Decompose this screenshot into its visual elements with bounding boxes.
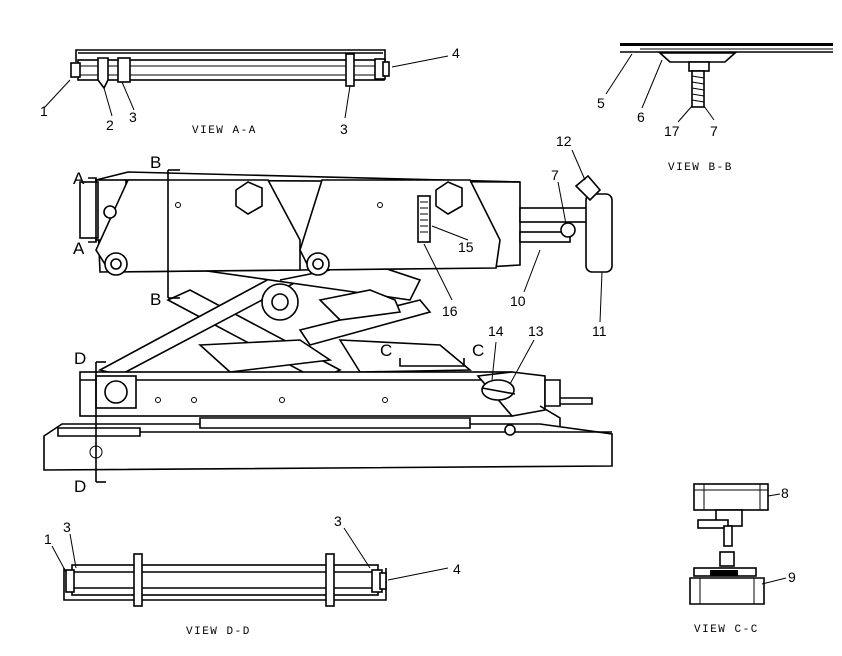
view-a-a-drawing (43, 49, 449, 119)
section-mark-b: B (150, 290, 161, 309)
view-d-d-drawing (51, 527, 449, 607)
callout-2: 2 (106, 117, 114, 133)
callout-12: 12 (556, 133, 572, 149)
callout-14: 14 (488, 323, 504, 339)
view-c-c-caption: VIEW C-C (694, 624, 759, 636)
callout-16: 16 (442, 303, 458, 319)
callout-8: 8 (781, 485, 789, 501)
section-mark-b: B (150, 153, 161, 172)
main-leader-lines (423, 149, 603, 385)
section-markers (88, 169, 465, 483)
callout-1: 1 (40, 103, 48, 119)
callout-3: 3 (340, 121, 348, 137)
view-d-d-caption: VIEW D-D (186, 626, 251, 638)
callout-15: 15 (458, 239, 474, 255)
callout-4: 4 (453, 561, 461, 577)
view-b-b-caption: VIEW B-B (668, 162, 733, 174)
seat-suspension-main-view (43, 171, 613, 471)
section-mark-d: D (74, 477, 86, 496)
section-mark-c: C (380, 341, 392, 360)
callout-7: 7 (710, 123, 718, 139)
callout-3: 3 (129, 109, 137, 125)
view-c-c-drawing (689, 483, 787, 605)
callout-13: 13 (528, 323, 544, 339)
callout-11: 11 (592, 323, 607, 339)
view-b-b-drawing (605, 43, 833, 123)
callout-17: 17 (664, 123, 680, 139)
callout-7: 7 (551, 167, 559, 183)
callout-4: 4 (452, 45, 460, 61)
section-mark-a: A (73, 239, 85, 258)
callout-9: 9 (788, 569, 796, 585)
section-mark-d: D (74, 349, 86, 368)
callout-3: 3 (334, 513, 342, 529)
section-mark-a: A (73, 169, 85, 188)
callout-5: 5 (597, 95, 605, 111)
callout-10: 10 (510, 293, 526, 309)
callout-3: 3 (63, 519, 71, 535)
callout-1: 1 (44, 531, 52, 547)
view-a-a-caption: VIEW A-A (192, 125, 257, 137)
section-mark-c: C (472, 341, 484, 360)
callout-6: 6 (637, 109, 645, 125)
